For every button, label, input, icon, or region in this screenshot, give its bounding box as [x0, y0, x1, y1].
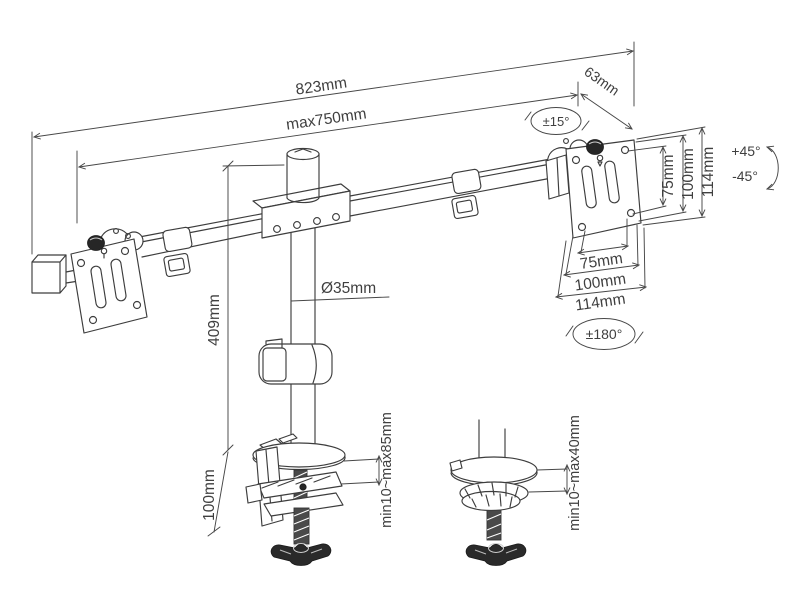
grommet-mount: [449, 419, 538, 566]
coil-washer: [459, 481, 529, 512]
dim-823-label: 823mm: [295, 74, 349, 98]
pole-height-label: 409mm: [206, 294, 223, 346]
swivel-down-label: -45°: [732, 168, 758, 184]
left-arm-slider: [162, 226, 193, 278]
clamp-height-label: 100mm: [201, 469, 218, 521]
right-arm-slider: [451, 168, 482, 220]
dim-63-label: 63mm: [581, 63, 622, 98]
clamp-thickness-label: min10~max85mm: [379, 412, 395, 528]
pole: [290, 196, 316, 448]
grommet-wing-knob: [465, 543, 527, 566]
vesa-v100-label: 100mm: [680, 148, 697, 200]
pole-diameter-dimension: Ø35mm: [290, 280, 390, 302]
pole-height-dimension: 409mm: [206, 160, 285, 456]
tilt-label: ±15°: [543, 114, 570, 129]
vesa-horizontal-dimensions: 75mm 100mm 114mm: [554, 218, 648, 315]
desk-clamp: [245, 433, 346, 566]
vesa-vertical-dimensions: 75mm 100mm 114mm: [627, 126, 717, 226]
swivel-up-label: +45°: [731, 143, 760, 159]
clamp-height-dimension: 100mm: [201, 451, 229, 537]
tilt-range-indicator: ±15°: [524, 107, 590, 135]
clamp-wing-knob: [270, 543, 332, 566]
vesa-v75-label: 75mm: [660, 154, 677, 197]
vesa-v114-label: 114mm: [700, 147, 717, 198]
pole-collar: [258, 338, 333, 385]
vesa-h75-label: 75mm: [579, 250, 624, 273]
vesa-h114-label: 114mm: [574, 291, 626, 315]
center-bracket: [252, 183, 351, 239]
left-tension-knob: [87, 235, 105, 251]
left-monitor-head: [31, 228, 148, 334]
dimension-head-offset: 63mm: [580, 63, 633, 130]
pole-diameter-label: Ø35mm: [321, 280, 376, 297]
grommet-thickness-dimension: min10~max40mm: [528, 415, 583, 531]
grommet-thickness-label: min10~max40mm: [567, 415, 583, 531]
rotation-range-indicator: ±180°: [565, 318, 644, 350]
clamp-thickness-dimension: min10~max85mm: [340, 412, 395, 528]
right-tension-knob: [586, 139, 604, 155]
dim-max750-label: max750mm: [285, 105, 368, 133]
swivel-range-indicator: +45° -45°: [731, 143, 779, 191]
rotation-label: ±180°: [586, 326, 623, 342]
